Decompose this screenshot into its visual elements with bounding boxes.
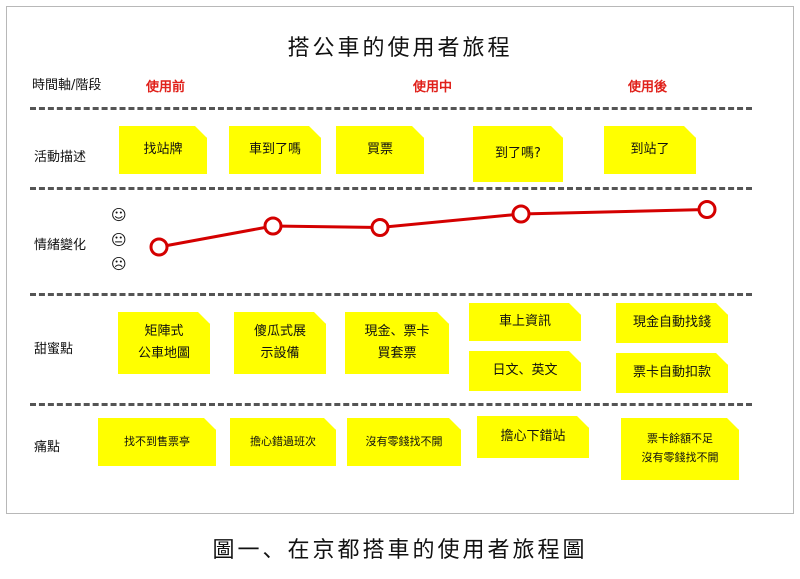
emotion-point bbox=[370, 218, 390, 237]
activity-note: 到了嗎? bbox=[473, 126, 563, 182]
divider bbox=[30, 403, 752, 406]
pain-note: 找不到售票亭 bbox=[98, 418, 216, 466]
delight-note: 矩陣式 公車地圖 bbox=[118, 312, 210, 374]
divider bbox=[30, 107, 752, 110]
emotion-point bbox=[511, 204, 531, 224]
emotion-point bbox=[263, 216, 283, 236]
timeline-header: 時間軸/階段 bbox=[32, 78, 102, 93]
row-label-activities: 活動描述 bbox=[34, 150, 87, 165]
activity-note: 找站牌 bbox=[119, 126, 207, 174]
emotion-point bbox=[149, 237, 169, 257]
emotion-line bbox=[158, 208, 708, 249]
pain-note: 沒有零錢找不開 bbox=[347, 418, 461, 466]
happy-face-icon: ☺ bbox=[111, 206, 127, 224]
row-label-delights: 甜蜜點 bbox=[34, 342, 74, 357]
row-label-emotion: 情緒變化 bbox=[34, 238, 87, 253]
delight-note: 票卡自動扣款 bbox=[616, 353, 728, 393]
phase-during: 使用中 bbox=[413, 80, 453, 95]
delight-note: 傻瓜式展 示設備 bbox=[234, 312, 326, 374]
pain-note: 擔心下錯站 bbox=[477, 416, 589, 458]
activity-note: 車到了嗎 bbox=[229, 126, 321, 174]
activity-note: 買票 bbox=[336, 126, 424, 174]
delight-note: 日文、英文 bbox=[469, 351, 581, 391]
phase-after: 使用後 bbox=[628, 80, 668, 95]
activity-note: 到站了 bbox=[604, 126, 696, 174]
neutral-face-icon: 😐 bbox=[111, 231, 127, 249]
diagram-title: 搭公車的使用者旅程 bbox=[287, 36, 513, 61]
delight-note: 現金自動找錢 bbox=[616, 303, 728, 343]
delight-note: 車上資訊 bbox=[469, 303, 581, 341]
figure-caption: 圖一、在京都搭車的使用者旅程圖 bbox=[212, 538, 588, 563]
pain-note: 票卡餘額不足 沒有零錢找不開 bbox=[621, 418, 739, 480]
sad-face-icon: ☹ bbox=[111, 255, 127, 273]
delight-note: 現金、票卡 買套票 bbox=[345, 312, 449, 374]
pain-note: 擔心錯過班次 bbox=[230, 418, 336, 466]
phase-before: 使用前 bbox=[146, 80, 186, 95]
emotion-point bbox=[697, 200, 717, 219]
divider bbox=[30, 187, 752, 190]
row-label-pains: 痛點 bbox=[34, 440, 61, 455]
divider bbox=[30, 293, 752, 296]
